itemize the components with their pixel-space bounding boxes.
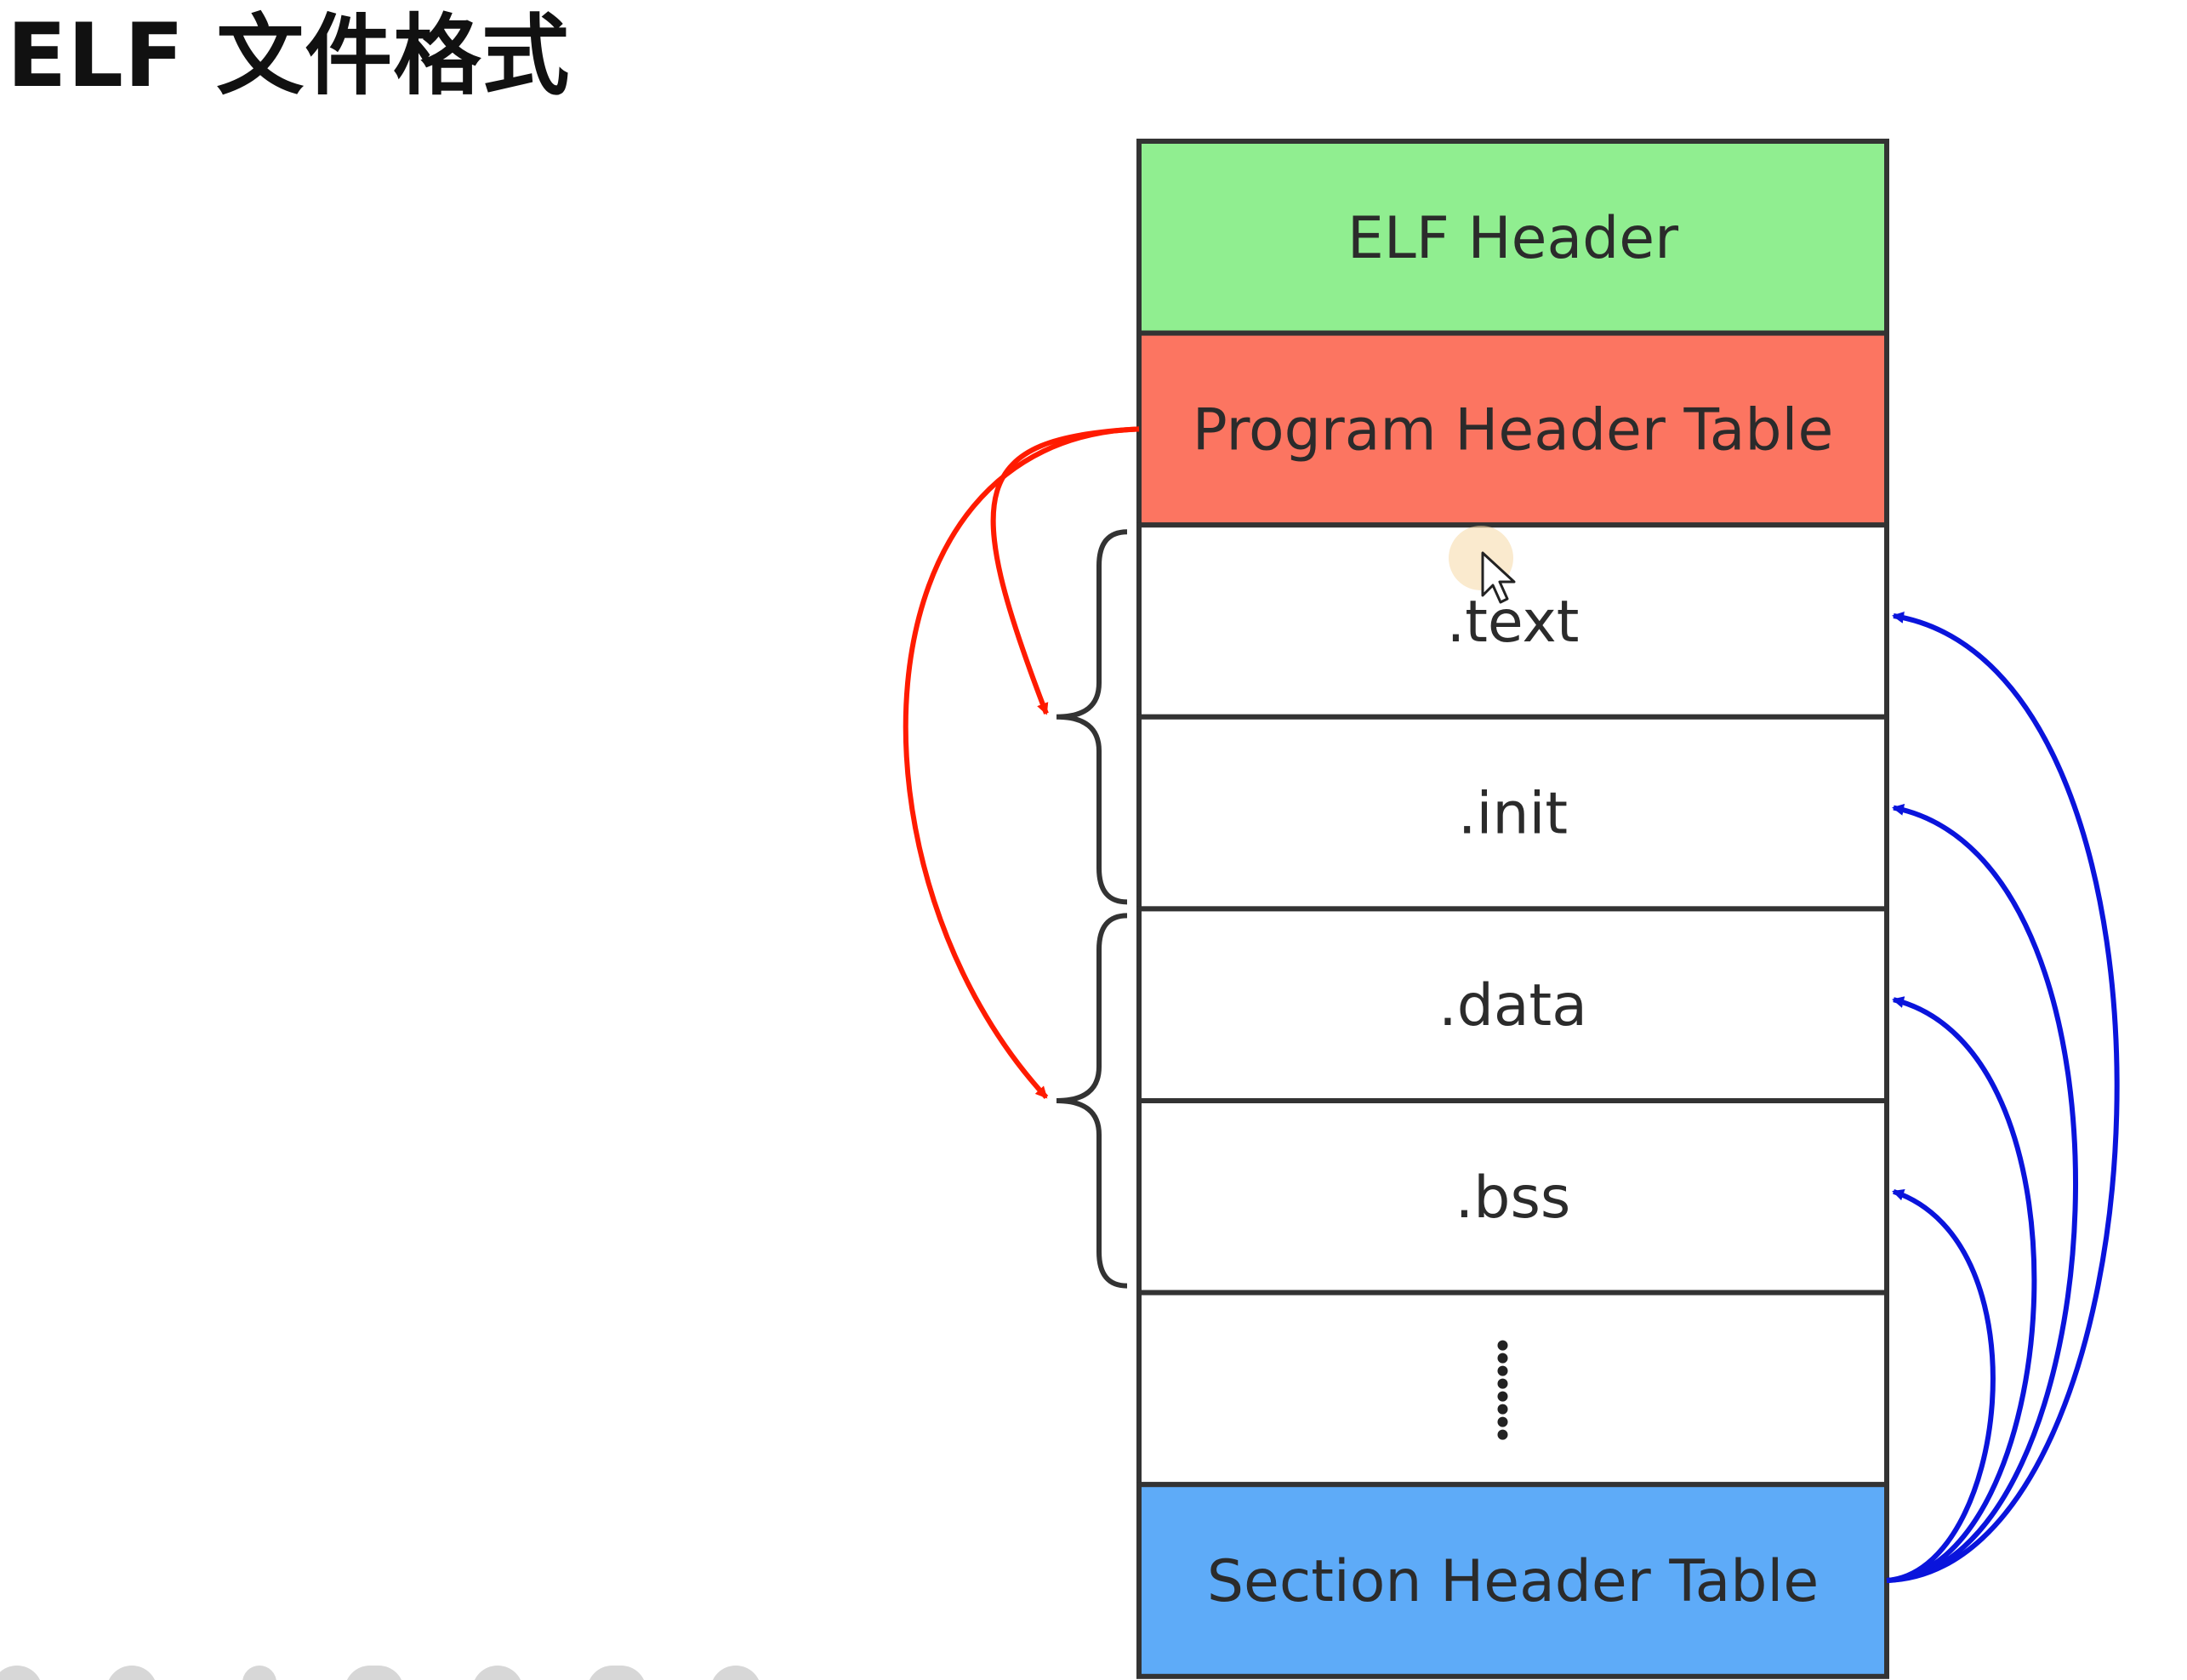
brace-segment-1 — [1056, 529, 1128, 905]
vertical-ellipsis-icon — [1497, 1340, 1508, 1440]
toolbar-icon[interactable] — [710, 1666, 761, 1680]
block-ellipsis-rect — [1136, 1290, 1889, 1488]
block-section-header-table-rect — [1136, 1482, 1889, 1679]
block-data: .data — [1136, 906, 1889, 1104]
block-init-rect — [1136, 714, 1889, 912]
block-program-header-table-label: Program Header Table — [1193, 396, 1834, 464]
block-program-header-table: Program Header Table — [1136, 330, 1889, 528]
toolbar-icon[interactable] — [587, 1666, 646, 1680]
block-ellipsis — [1136, 1290, 1889, 1488]
toolbar-icon[interactable] — [0, 1666, 43, 1680]
arrow-section-header-table-to-text — [1886, 612, 2120, 1583]
mouse-cursor — [1449, 526, 1516, 604]
edges-layer — [903, 426, 2120, 1583]
arrow-program-header-table-to-segment-1 — [990, 426, 1140, 715]
arrow-section-header-table-to-init — [1886, 804, 2078, 1583]
toolbar-icon[interactable] — [106, 1666, 157, 1680]
toolbar-icon[interactable] — [345, 1666, 404, 1680]
block-elf-header: ELF Header — [1136, 139, 1889, 336]
arrow-program-header-table-to-segment-2 — [903, 426, 1140, 1100]
page-title: ELF 文件格式 — [7, 5, 571, 107]
braces-layer — [1056, 529, 1128, 1289]
toolbar-icon[interactable] — [242, 1666, 276, 1680]
block-bss-label: .bss — [1455, 1165, 1571, 1232]
block-init-label: .init — [1458, 781, 1568, 848]
arrow-section-header-table-to-bss — [1886, 1188, 1996, 1583]
block-bss-rect — [1136, 1098, 1889, 1296]
block-elf-header-label: ELF Header — [1347, 205, 1678, 272]
block-bss: .bss — [1136, 1098, 1889, 1296]
block-data-rect — [1136, 906, 1889, 1104]
brace-segment-2 — [1056, 913, 1128, 1289]
bottom-toolbar — [0, 1666, 783, 1680]
block-text-label: .text — [1447, 589, 1580, 656]
block-elf-header-rect — [1136, 139, 1889, 336]
block-section-header-table: Section Header Table — [1136, 1482, 1889, 1679]
toolbar-icon[interactable] — [472, 1666, 523, 1680]
block-data-label: .data — [1438, 972, 1587, 1039]
arrow-section-header-table-to-data — [1886, 996, 2037, 1583]
block-section-header-table-label: Section Header Table — [1207, 1548, 1819, 1615]
block-init: .init — [1136, 714, 1889, 912]
block-program-header-table-rect — [1136, 330, 1889, 528]
